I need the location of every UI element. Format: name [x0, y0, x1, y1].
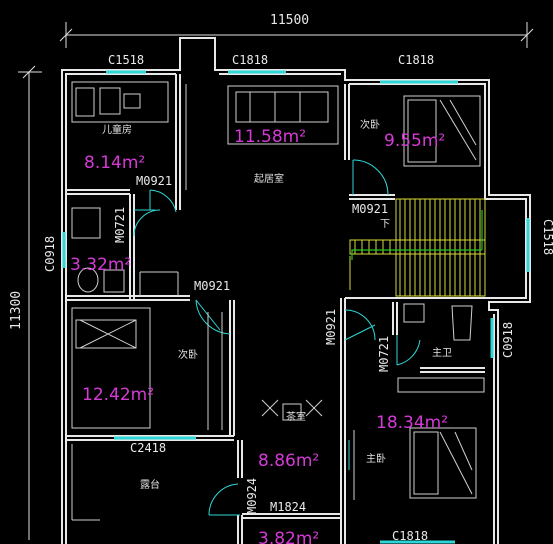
room-name-master-bath: 主卫 [432, 347, 452, 359]
area-living: 11.58m² [234, 127, 306, 147]
room-name-bedroom-right: 次卧 [360, 118, 380, 131]
label-c1818-top-mid: C1818 [232, 53, 268, 67]
interior-walls [66, 74, 485, 544]
area-bottom: 3.82m² [258, 529, 319, 544]
label-c0918-right: C0918 [501, 322, 515, 358]
room-name-living: 起居室 [254, 172, 284, 185]
area-bedroom-left: 12.42m² [82, 385, 154, 405]
furniture [71, 81, 485, 521]
area-kids: 8.14m² [84, 153, 145, 173]
label-c1818-top-right: C1818 [398, 53, 434, 67]
label-c1518-right: C1518 [541, 219, 553, 255]
label-m1824: M1824 [270, 500, 306, 514]
label-c1818-bottom: C1818 [392, 529, 428, 543]
label-m0721-bath-right: M0721 [377, 336, 391, 372]
label-c0918-left: C0918 [43, 236, 57, 272]
label-m0921-kids: M0921 [136, 174, 172, 188]
area-bedroom-right: 9.55m² [384, 131, 445, 151]
room-name-kids: 儿童房 [102, 123, 132, 136]
area-tea: 8.86m² [258, 451, 319, 471]
left-dimension [18, 65, 42, 540]
label-m0721-bath-left: M0721 [113, 207, 127, 243]
room-name-tea: 茶室 [286, 410, 306, 423]
room-name-master-bedroom: 主卧 [366, 452, 386, 465]
exterior-walls [61, 37, 531, 544]
room-name-terrace: 露台 [140, 478, 160, 491]
room-name-bedroom-left: 次卧 [178, 348, 198, 361]
label-m0921-center: M0921 [194, 279, 230, 293]
area-master-bedroom: 18.34m² [376, 413, 448, 433]
label-m0921-corridor: M0921 [324, 309, 338, 345]
label-c1518-top: C1518 [108, 53, 144, 67]
width-dimension-label: 11500 [270, 13, 309, 28]
area-bath-left: 3.32m² [70, 255, 131, 275]
stair-down-label: 下 [380, 219, 390, 230]
windows [62, 70, 530, 544]
label-m0924: M0924 [245, 478, 259, 514]
staircase [349, 198, 486, 297]
label-c2418: C2418 [130, 441, 166, 455]
label-m0921-bed-right: M0921 [352, 202, 388, 216]
top-dimension [59, 22, 534, 48]
height-dimension-label: 11300 [9, 291, 24, 330]
